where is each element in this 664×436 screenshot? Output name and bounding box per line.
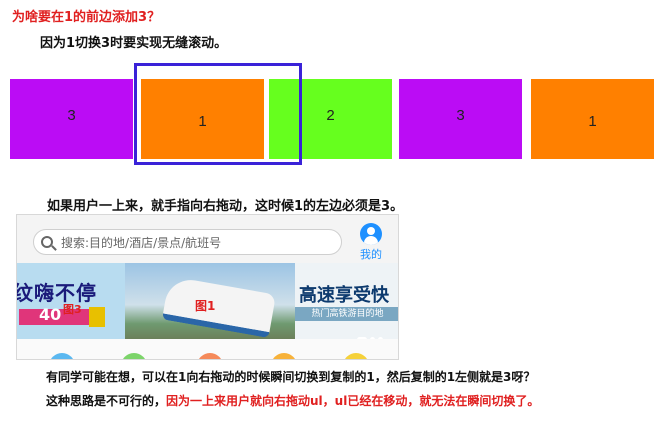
user-icon [360, 223, 382, 245]
category-icon[interactable] [271, 353, 297, 359]
category-icon[interactable] [49, 353, 75, 359]
banner-right-subtitle: 热门高铁游目的地 [295, 307, 398, 321]
profile-label: 我的 [360, 248, 382, 261]
figure-3-label: 图3 [63, 303, 82, 316]
banner-slide-1-text: 高速享受快 热门高铁游目的地 [295, 263, 398, 339]
slide-1: 1 [141, 79, 264, 159]
banner-left-number: 40 [39, 305, 62, 324]
slide-2: 2 [269, 79, 392, 159]
banner-right-title: 高速享受快 [299, 285, 389, 306]
carousel-banner[interactable]: 纹嗨不停 40 图3 高速享受快 热门高铁游目的地 [17, 263, 398, 339]
figure-1-label: 图1 [195, 299, 216, 313]
viewport-frame [134, 63, 302, 165]
profile-button[interactable]: 我的 [356, 223, 386, 262]
carousel-dot [370, 337, 375, 339]
carousel-dot [357, 337, 367, 339]
question-heading: 为啥要在1的前边添加3？ [12, 10, 161, 25]
category-icon[interactable] [343, 353, 369, 359]
reason-text: 因为1切换3时要实现无缝滚动。 [40, 36, 228, 51]
slide-label: 3 [67, 106, 76, 124]
banner-left-text: 纹嗨不停 [17, 281, 97, 305]
conclusion-text: 这种思路是不可行的，因为一上来用户就向右拖动ul，ul已经在移动，就无法在瞬间切… [46, 392, 539, 409]
slide-label: 1 [198, 112, 207, 130]
carousel-dots [357, 327, 386, 339]
slide-3: 3 [399, 79, 522, 159]
banner-left-tag [19, 309, 101, 325]
search-input[interactable]: 搜索:目的地/酒店/景点/航班号 [33, 229, 342, 255]
slide-clone-3-left: 3 [10, 79, 133, 159]
search-bar: 搜索:目的地/酒店/景点/航班号 我的 [17, 215, 398, 263]
slide-label: 2 [326, 106, 335, 124]
search-placeholder: 搜索:目的地/酒店/景点/航班号 [61, 235, 222, 250]
conclusion-black: 这种思路是不可行的， [46, 394, 167, 408]
slide-clone-1-right: 1 [531, 79, 654, 159]
search-icon [41, 236, 53, 248]
category-icon[interactable] [197, 353, 223, 359]
train-image [162, 275, 276, 339]
category-icons-row [17, 339, 398, 359]
thought-text: 有同学可能在想，可以在1向右拖动的时候瞬间切换到复制的1，然后复制的1左侧就是3… [46, 370, 536, 384]
conclusion-red: 因为一上来用户就向右拖动ul，ul已经在移动，就无法在瞬间切换了。 [166, 394, 540, 408]
drag-note: 如果用户一上来，就手指向右拖动，这时候1的左边必须是3。 [47, 199, 404, 214]
slide-label: 3 [456, 106, 465, 124]
banner-slide-1 [125, 263, 295, 339]
banner-left-badge [89, 307, 105, 327]
banner-slide-3: 纹嗨不停 40 图3 [17, 263, 125, 339]
slide-label: 1 [588, 112, 597, 130]
carousel-dot [378, 337, 383, 339]
mobile-screenshot: 搜索:目的地/酒店/景点/航班号 我的 纹嗨不停 40 图3 高速享受快 热门高… [16, 214, 399, 360]
category-icon[interactable] [121, 353, 147, 359]
